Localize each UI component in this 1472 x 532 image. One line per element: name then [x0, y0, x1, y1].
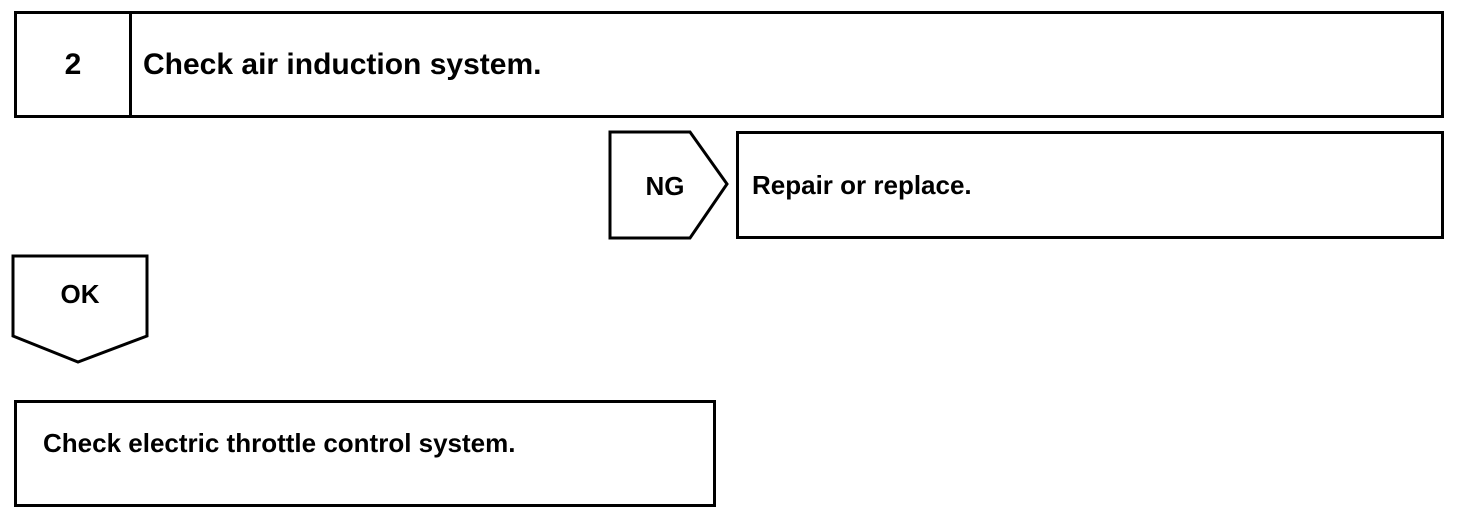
ok-next-step-text: Check electric throttle control system. — [43, 428, 516, 458]
ok-next-step-box: Check electric throttle control system. — [14, 400, 716, 507]
step-title: Check air induction system. — [143, 48, 542, 81]
ng-label: NG — [645, 171, 685, 201]
ng-action-box: Repair or replace. — [736, 131, 1444, 239]
ok-label: OK — [60, 279, 100, 309]
step-divider — [129, 14, 132, 115]
step-number: 2 — [64, 48, 82, 81]
step-header-box: 2 Check air induction system. — [14, 11, 1444, 118]
ok-arrow-shape — [11, 254, 149, 364]
ng-action-text: Repair or replace. — [752, 170, 972, 200]
ng-arrow-shape — [608, 130, 729, 240]
